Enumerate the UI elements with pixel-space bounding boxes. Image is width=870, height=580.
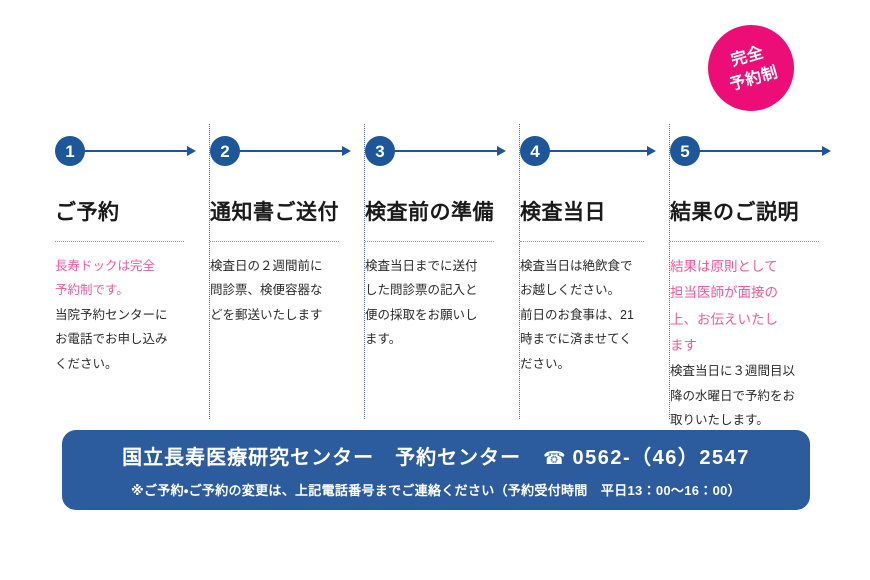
step-4-body: 検査当日は絶飲食で お越しください。 前日のお食事は、21 時までに済ませてく … <box>520 254 656 376</box>
step-number-2: 2 <box>210 136 240 166</box>
step-5-line-2: 担当医師が面接の <box>670 285 778 301</box>
flow-step-2: 2 通知書ご送付 検査日の２週間前に 問診票、検便容器な どを郵送いたします <box>210 124 365 420</box>
banner-primary-line: 国立長寿医療研究センター 予約センター ☎0562-（46）2547 <box>122 441 750 470</box>
flow-step-1: 1 ご予約 長寿ドックは完全 予約制です。 当院予約センターに お電話でお申し込… <box>55 124 210 420</box>
step-5-line-3: 上、お伝えいたし <box>670 311 778 327</box>
step-3-line-2: した問診票の記入と <box>365 283 478 298</box>
badge-text: 完全 予約制 <box>721 39 781 97</box>
step-3-line-1: 検査当日までに送付 <box>365 259 478 273</box>
step-number-3: 3 <box>365 136 395 166</box>
step-2-indicator: 2 <box>210 128 351 174</box>
step-5-line-5: 検査当日に３週間目以 <box>670 364 796 379</box>
contact-banner: 国立長寿医療研究センター 予約センター ☎0562-（46）2547 ※ご予約・ご… <box>62 430 810 510</box>
full-reservation-badge: 完全 予約制 <box>708 25 794 111</box>
arrow-icon <box>698 146 831 156</box>
step-number-5: 5 <box>670 136 700 166</box>
step-3-line-3: 便の採取をお願いし <box>365 307 478 322</box>
flow-step-5: 5 結果のご説明 結果は原則として 担当医師が面接の 上、お伝えいたし ます 検… <box>670 128 845 427</box>
telephone-icon: ☎ <box>543 448 567 468</box>
step-2-body: 検査日の２週間前に 問診票、検便容器な どを郵送いたします <box>210 254 351 327</box>
step-number-4: 4 <box>520 136 550 166</box>
banner-note: ※ご予約・ご予約の変更は、上記電話番号までご連絡ください（予約受付時間 平日13… <box>131 483 741 498</box>
step-1-line-3: 当院予約センターに <box>55 307 168 322</box>
step-2-heading: 通知書ご送付 <box>210 201 339 224</box>
step-1-line-2: 予約制です。 <box>55 283 129 298</box>
flow-step-3: 3 検査前の準備 検査当日までに送付 した問診票の記入と 便の採取をお願いし ま… <box>365 124 520 420</box>
step-3-indicator: 3 <box>365 128 506 174</box>
process-flow: 1 ご予約 長寿ドックは完全 予約制です。 当院予約センターに お電話でお申し込… <box>55 124 845 427</box>
step-5-line-7: 取りいたします。 <box>670 413 769 427</box>
step-3-separator <box>365 241 494 242</box>
step-4-line-2: お越しください。 <box>520 283 621 298</box>
step-4-indicator: 4 <box>520 128 656 174</box>
arrow-icon <box>548 146 656 156</box>
step-5-heading: 結果のご説明 <box>670 201 799 224</box>
step-4-heading: 検査当日 <box>520 201 606 224</box>
step-number-1: 1 <box>55 136 85 166</box>
step-2-separator <box>210 241 339 242</box>
step-1-heading: ご予約 <box>55 201 120 224</box>
column-divider <box>519 124 520 419</box>
step-2-line-3: どを郵送いたします <box>210 307 323 322</box>
step-1-line-1: 長寿ドックは完全 <box>55 259 156 273</box>
step-4-line-3: 前日のお食事は、21 <box>520 307 634 322</box>
step-1-body: 長寿ドックは完全 予約制です。 当院予約センターに お電話でお申し込み ください… <box>55 254 196 376</box>
step-3-line-4: ます。 <box>365 332 402 347</box>
step-4-separator <box>520 241 644 242</box>
phone-number[interactable]: 0562-（46）2547 <box>572 447 750 469</box>
step-5-line-4: ます <box>670 337 697 353</box>
step-1-separator <box>55 241 184 242</box>
organization-name: 国立長寿医療研究センター 予約センター <box>122 447 522 469</box>
arrow-icon <box>83 146 196 156</box>
step-2-line-2: 問診票、検便容器な <box>210 283 323 298</box>
step-5-separator <box>670 241 819 242</box>
column-divider <box>669 124 670 419</box>
step-1-line-4: お電話でお申し込み <box>55 332 168 347</box>
step-5-line-6: 降の水曜日で予約をお <box>670 388 796 403</box>
step-3-body: 検査当日までに送付 した問診票の記入と 便の採取をお願いし ます。 <box>365 254 506 352</box>
flow-step-4: 4 検査当日 検査当日は絶飲食で お越しください。 前日のお食事は、21 時まで… <box>520 124 670 420</box>
step-1-line-5: ください。 <box>55 356 118 371</box>
step-5-body: 結果は原則として 担当医師が面接の 上、お伝えいたし ます 検査当日に３週間目以… <box>670 254 831 432</box>
arrow-icon <box>393 146 506 156</box>
step-5-line-1: 結果は原則として <box>670 259 778 274</box>
step-4-line-1: 検査当日は絶飲食で <box>520 259 633 273</box>
step-4-line-5: ださい。 <box>520 356 571 371</box>
column-divider <box>209 124 210 419</box>
step-1-indicator: 1 <box>55 128 196 174</box>
column-divider <box>364 124 365 419</box>
step-2-line-1: 検査日の２週間前に <box>210 259 323 273</box>
step-4-line-4: 時までに済ませてく <box>520 332 632 347</box>
arrow-icon <box>238 146 351 156</box>
step-5-indicator: 5 <box>670 128 831 174</box>
step-3-heading: 検査前の準備 <box>365 201 494 224</box>
